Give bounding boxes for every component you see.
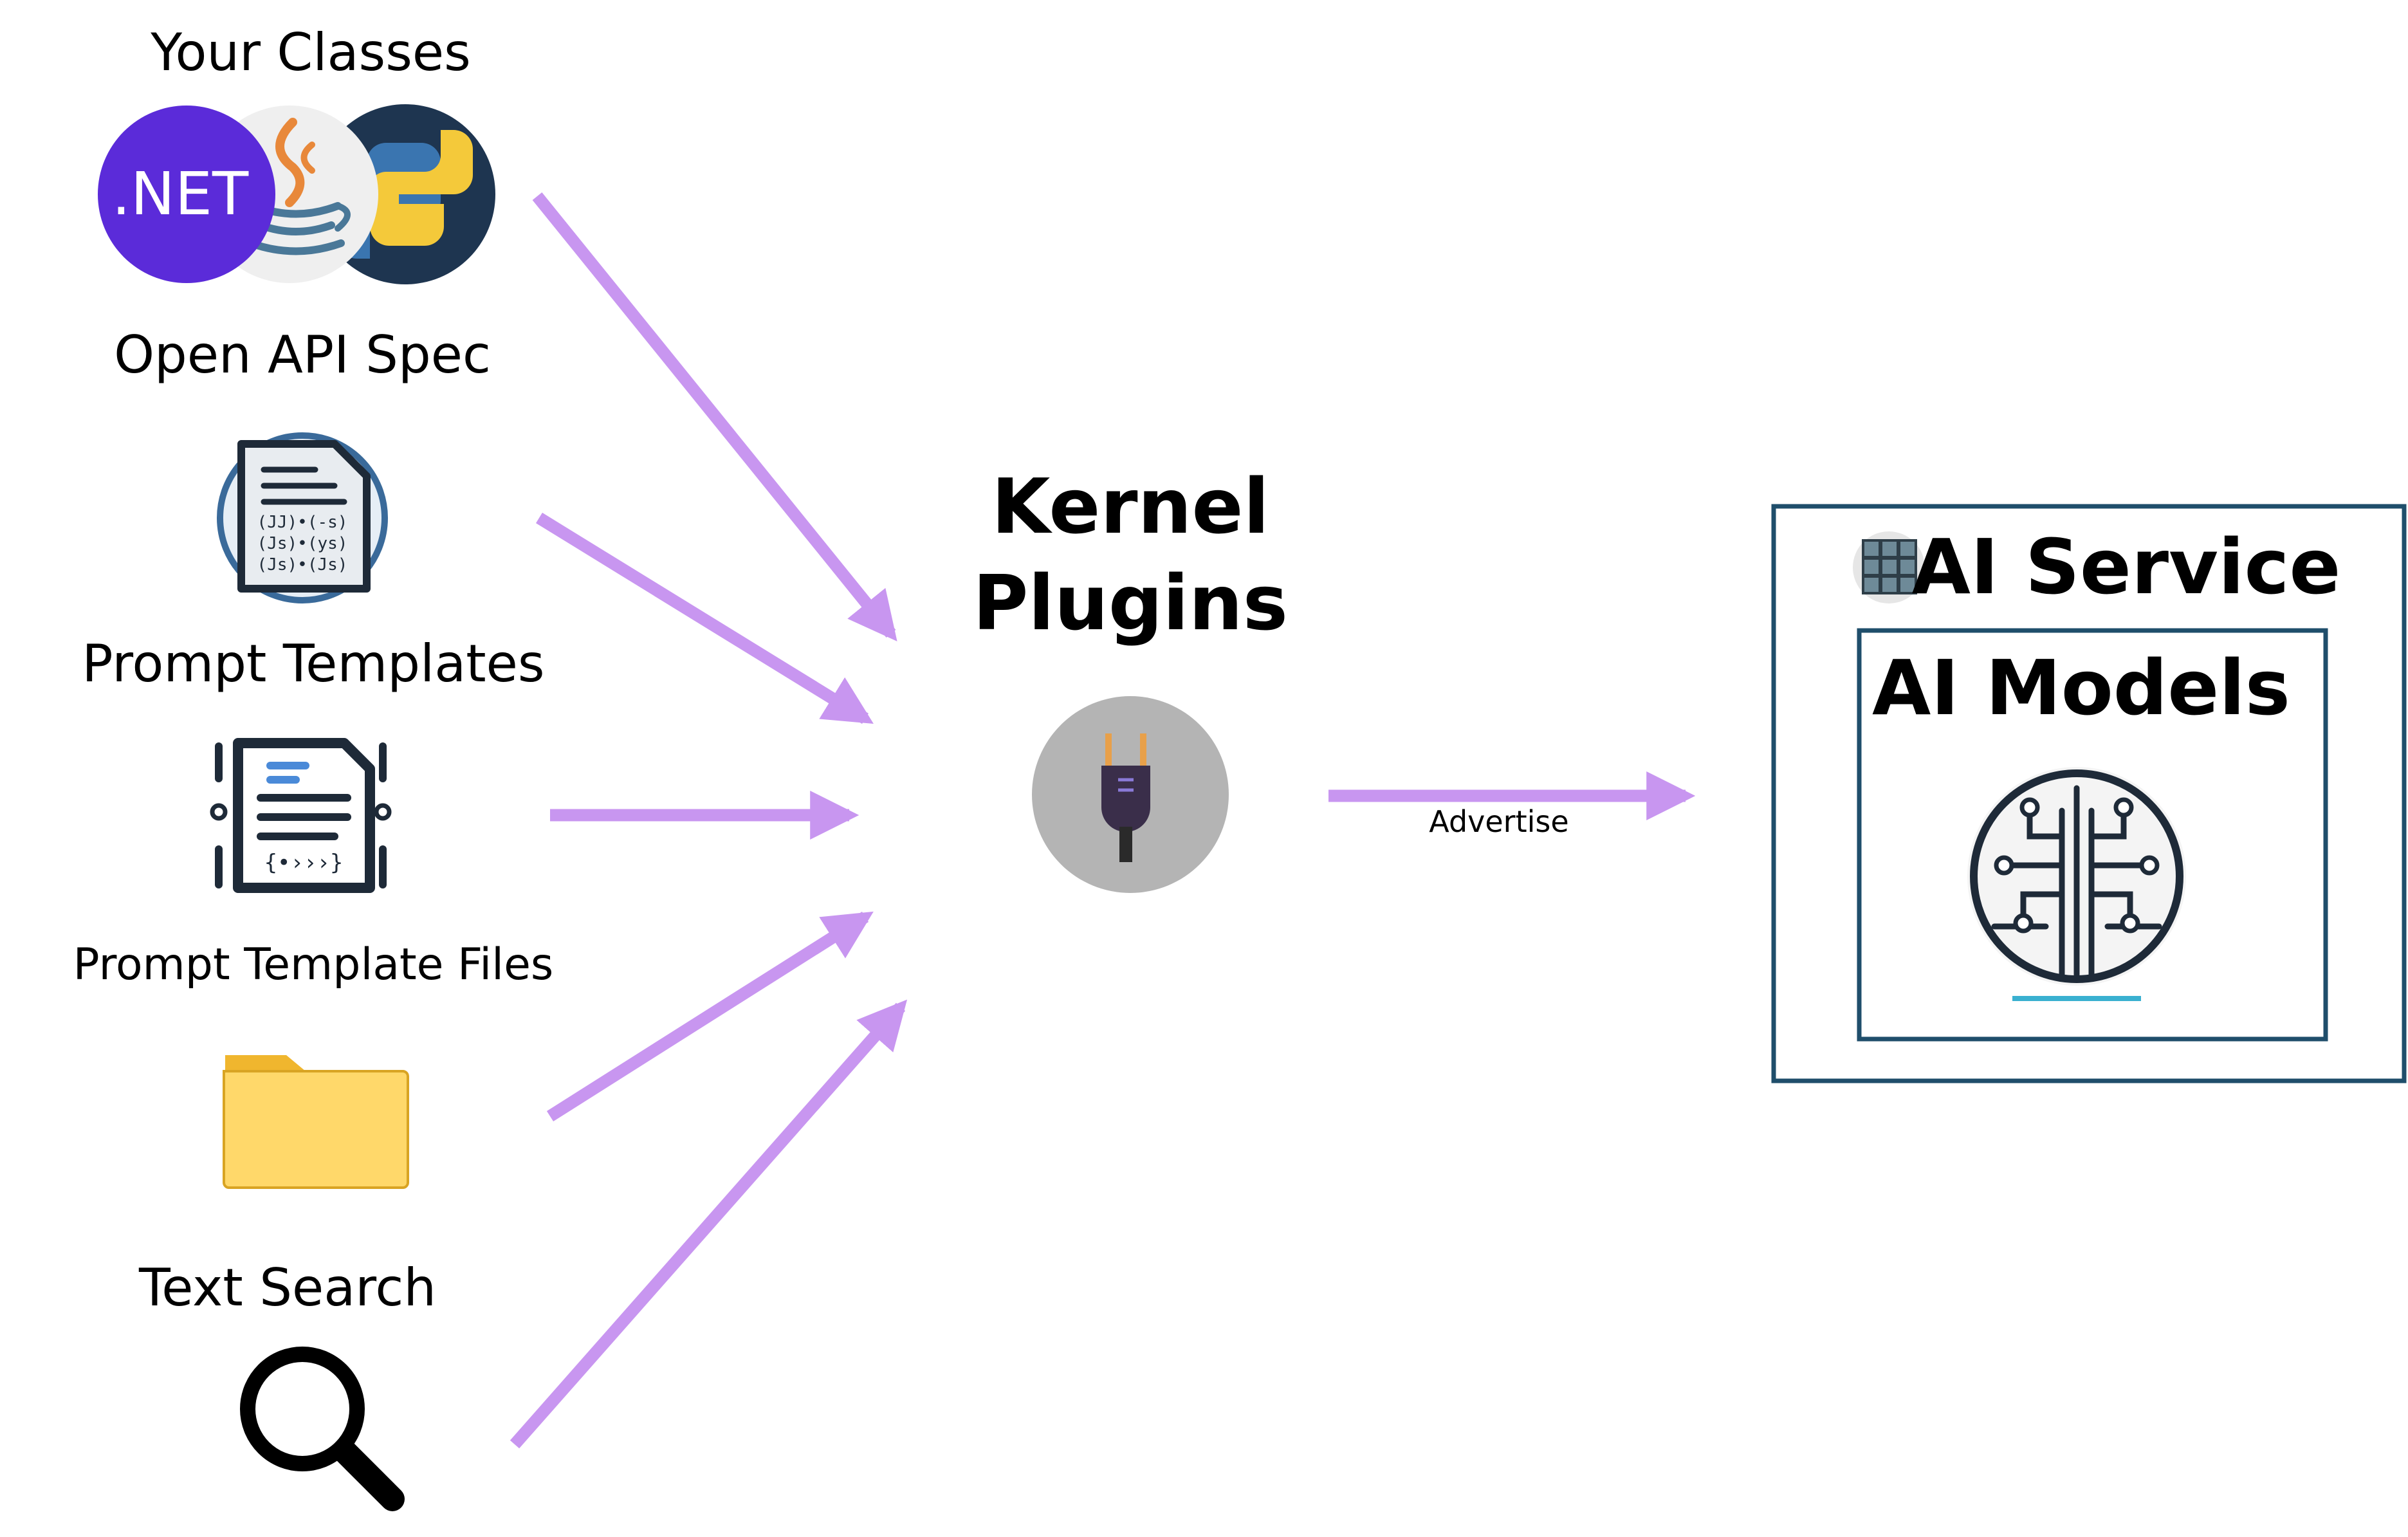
- folder-icon: [223, 1055, 409, 1189]
- magnifier-icon: [240, 1347, 405, 1511]
- svg-text:(Js)•(ys): (Js)•(ys): [257, 534, 348, 553]
- openapi-document-icon: (JJ)•(-s) (Js)•(ys) (Js)•(Js): [217, 432, 388, 603]
- arrow-openapi: [536, 512, 874, 724]
- plug-icon: [1032, 696, 1229, 893]
- text-search-label: Text Search: [138, 1258, 437, 1318]
- cube-cluster-icon: [1853, 531, 1925, 603]
- svg-text:(Js)•(Js): (Js)•(Js): [257, 555, 348, 575]
- prompt-templates-label: Prompt Templates: [82, 634, 545, 694]
- source-arrows: [510, 192, 1696, 1449]
- language-logos: [98, 104, 495, 284]
- svg-text:(JJ)•(-s): (JJ)•(-s): [257, 513, 348, 532]
- brain-circuit-icon: [1967, 767, 2186, 1001]
- dotnet-logo-text: .NET: [111, 160, 249, 228]
- dotnet-logo-icon: [98, 106, 275, 283]
- prompt-template-icon: {•›››}: [210, 738, 392, 893]
- your-classes-label: Your Classes: [151, 23, 471, 82]
- kernel-title: Kernel Plugins: [973, 458, 1288, 651]
- ai-models-title: AI Models: [1872, 643, 2290, 732]
- ai-models-box: [1857, 628, 2328, 1042]
- kernel-title-line2: Plugins: [972, 558, 1289, 647]
- openapi-label: Open API Spec: [114, 325, 491, 385]
- prompt-template-files-label: Prompt Template Files: [73, 939, 554, 990]
- svg-text:{•›››}: {•›››}: [264, 850, 344, 876]
- advertise-label: Advertise: [1429, 804, 1569, 839]
- kernel-title-line1: Kernel: [991, 462, 1270, 551]
- arrow-classes: [532, 192, 897, 641]
- ai-service-title: AI Service: [1911, 522, 2341, 611]
- arrow-text-search: [510, 999, 908, 1449]
- ai-service-box: [1771, 504, 2407, 1083]
- arrow-prompt-files: [546, 911, 874, 1122]
